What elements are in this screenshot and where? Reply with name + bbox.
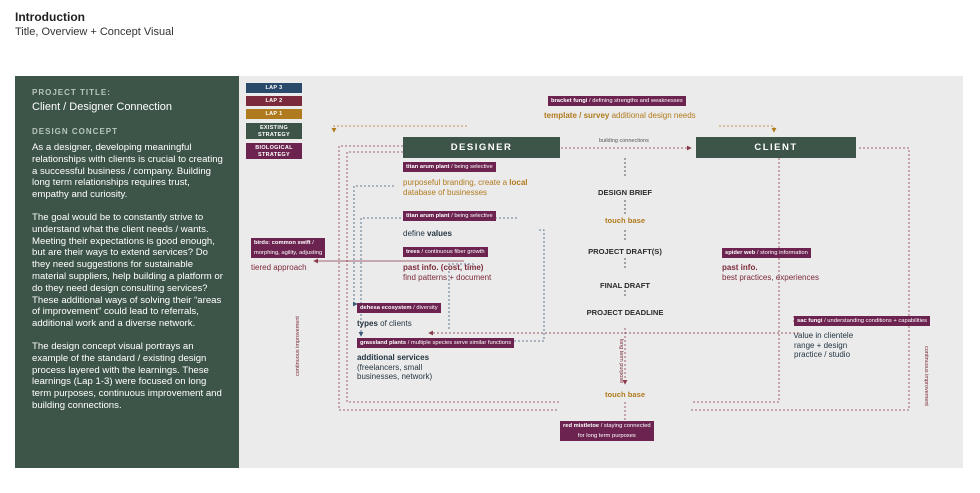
design-concept-body: As a designer, developing meaningful rel… bbox=[32, 142, 223, 412]
project-drafts-label: PROJECT DRAFT(S) bbox=[588, 247, 662, 256]
client-box: CLIENT bbox=[696, 137, 856, 158]
legend-lap3: LAP 3 bbox=[246, 83, 302, 93]
template-survey-text: template / survey additional design need… bbox=[544, 111, 696, 120]
concept-panel: PROJECT TITLE: Client / Designer Connect… bbox=[15, 76, 239, 468]
bracket-fungi-tag: bracket fungi / defining strengths and w… bbox=[548, 96, 686, 106]
titan-arum-tag: titan arum plant / being selective bbox=[403, 162, 496, 172]
legend-existing-strategy: EXISTING STRATEGY bbox=[246, 123, 302, 139]
spider-web-tag: spider web / storing information bbox=[722, 248, 811, 258]
project-title: Client / Designer Connection bbox=[32, 101, 173, 113]
birds-tag: birds: common swift /morphing, agility, … bbox=[251, 238, 326, 258]
concept-paragraph: The design concept visual portrays an ex… bbox=[32, 340, 222, 411]
designer-box: DESIGNER bbox=[403, 137, 560, 158]
design-brief-label: DESIGN BRIEF bbox=[597, 188, 652, 197]
types-of-clients-text: types of clients bbox=[357, 319, 412, 328]
continuous-improvement-left: continuous improvement bbox=[295, 316, 301, 376]
concept-paragraph: The goal would be to constantly strive t… bbox=[32, 211, 223, 330]
trees-tag: trees / continuous fiber growth bbox=[403, 247, 488, 257]
client-past-info-text: past info.best practices, experiences bbox=[722, 263, 819, 282]
past-info-text: past info. (cost, time)find patterns + d… bbox=[403, 263, 492, 282]
final-draft-label: FINAL DRAFT bbox=[599, 281, 651, 290]
legend-biological-strategy: BIOLOGICAL STRATEGY bbox=[246, 143, 302, 159]
touch-base-label: touch base bbox=[604, 216, 646, 225]
grassland-tag: grassland plants / multiple species serv… bbox=[357, 338, 515, 348]
concept-paragraph: As a designer, developing meaningful rel… bbox=[32, 142, 223, 201]
page-subtitle: Title, Overview + Concept Visual bbox=[15, 26, 174, 38]
page-title: Introduction bbox=[15, 10, 85, 24]
tiered-approach-text: tiered approach bbox=[251, 263, 307, 272]
titan-arum-tag: titan arum plant / being selective bbox=[403, 211, 496, 221]
dehesa-tag: dehesa ecosystem / diversity bbox=[357, 303, 441, 313]
touch-base-label: touch base bbox=[604, 390, 646, 399]
long-term-purpose-label: long term purpose bbox=[618, 338, 625, 384]
concept-diagram: LAP 3 LAP 2 LAP 1 EXISTING STRATEGY BIOL… bbox=[239, 76, 963, 468]
project-deadline-label: PROJECT DEADLINE bbox=[586, 308, 664, 317]
building-connections-label: building connections bbox=[599, 138, 649, 144]
sac-fungi-tag: sac fungi / understanding conditions + c… bbox=[794, 316, 931, 326]
design-concept-label: DESIGN CONCEPT bbox=[32, 127, 119, 136]
page-header: Introduction Title, Overview + Concept V… bbox=[15, 10, 174, 38]
legend-lap1: LAP 1 bbox=[246, 109, 302, 119]
legend-lap2: LAP 2 bbox=[246, 96, 302, 106]
connector-lines bbox=[313, 125, 910, 420]
project-title-label: PROJECT TITLE: bbox=[32, 88, 111, 97]
continuous-improvement-right: continuous improvement bbox=[923, 346, 929, 406]
define-values-text: define values bbox=[403, 229, 452, 238]
